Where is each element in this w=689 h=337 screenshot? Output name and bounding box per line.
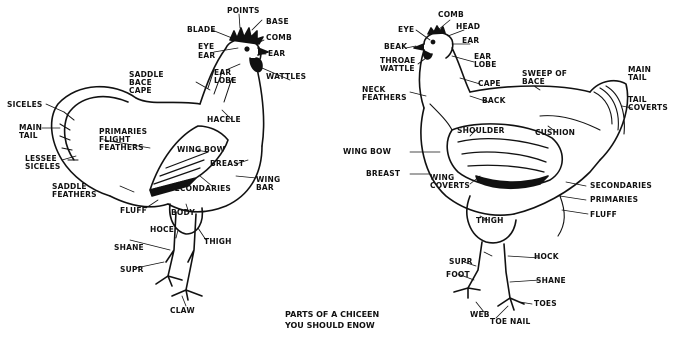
rooster-comb (230, 28, 263, 44)
hen-drawing (414, 26, 628, 310)
rooster-label-breast: BREAST (210, 160, 244, 168)
hen-label-sweep-of-back: SWEEP OF BACE (522, 70, 567, 86)
hen-shoulder-line (430, 104, 452, 130)
caption-line-1: PARTS OF A CHICEEN (285, 310, 379, 319)
rooster-label-spur: SUPR (120, 266, 144, 274)
rooster-label-sickles: SICELES (7, 101, 43, 109)
rooster-label-fluff: FLUFF (120, 207, 147, 215)
hen-label-eye: EYE (398, 26, 414, 34)
hen-foot-left (454, 288, 480, 298)
hen-label-hock: HOCK (534, 253, 559, 261)
hen-beak (414, 44, 424, 50)
rooster-label-points: POINTS (227, 7, 260, 15)
rooster-label-thigh: THIGH (204, 238, 232, 246)
rooster-neck-front (256, 64, 264, 146)
hen-label-toe-nail: TOE NAIL (490, 318, 530, 326)
hen-label-thigh: THIGH (476, 217, 504, 225)
rooster-label-primaries: PRIMARIES FLIGHT FEATHERS (99, 128, 147, 152)
rooster-foot-right (172, 290, 202, 300)
hen-label-tail-coverts: TAIL COVERTS (628, 96, 668, 112)
hen-label-ear: EAR (462, 37, 479, 45)
rooster-foot-left (156, 276, 182, 286)
rooster-label-base: BASE (266, 18, 289, 26)
hen-label-head: HEAD (456, 23, 480, 31)
hen-label-wing-coverts: WING COVERTS (430, 174, 470, 190)
hen-label-beak: BEAK (384, 43, 407, 51)
hen-label-cushion: CUSHION (535, 129, 575, 137)
rooster-label-claw: CLAW (170, 307, 195, 315)
rooster-label-secondaries: SECONDARIES (169, 185, 231, 193)
rooster-label-hock: HOCE (150, 226, 174, 234)
hen-tail-hatch (594, 86, 624, 134)
rooster-label-hackle: HACELE (207, 116, 241, 124)
hen-label-spur: SUPR (449, 258, 473, 266)
hen-label-breast: BREAST (366, 170, 400, 178)
hen-label-primaries: PRIMARIES (590, 196, 638, 204)
hen-label-wing-bow: WING BOW (343, 148, 391, 156)
hen-label-web: WEB (470, 311, 490, 319)
hen-label-shoulder: SHOULDER (457, 127, 505, 135)
rooster-eye (245, 47, 249, 51)
rooster-label-wing-bow: WING BOW (177, 146, 225, 154)
hen-fluff (558, 196, 564, 236)
hen-eye (431, 40, 434, 43)
rooster-label-ear: EAR (198, 52, 215, 60)
hen-label-shank: SHANE (536, 277, 566, 285)
hen-neck-front (420, 50, 425, 108)
rooster-leg-right (186, 214, 196, 290)
rooster-label-ear-lobe: EAR LOBE (214, 69, 237, 85)
rooster-label-shank: SHANE (114, 244, 144, 252)
caption-line-2: YOU SHOULD ENOW (285, 321, 375, 330)
hen-label-throat-wattle: THROAE WATTLE (380, 57, 415, 73)
rooster-label-eye: EYE (198, 43, 214, 51)
hen-label-back: BACK (482, 97, 506, 105)
rooster-label-saddle-feathers: SADDLE FEATHERS (52, 183, 97, 199)
rooster-label-wattles: WATTLES (266, 73, 306, 81)
rooster-label-saddle-back-cape: SADDLE BACE CAPE (129, 71, 164, 95)
rooster-label-lesser-sickles: LESSEE SICELES (25, 155, 61, 171)
hen-wattle (424, 50, 432, 59)
hen-label-fluff: FLUFF (590, 211, 617, 219)
rooster-label-main-tail: MAIN TAIL (19, 124, 42, 140)
hen-label-ear-lobe: EAR LOBE (474, 53, 497, 69)
rooster-label-blade: BLADE (187, 26, 216, 34)
hen-label-comb: COMB (438, 11, 464, 19)
hen-leg-right (504, 244, 510, 298)
hen-neck-back (452, 48, 470, 92)
hen-label-main-tail: MAIN TAIL (628, 66, 651, 82)
hen-label-toes: TOES (534, 300, 557, 308)
rooster-label-body: BODY (171, 209, 195, 217)
rooster-label-beak: EAR (268, 50, 285, 58)
hen-label-foot: FOOT (446, 271, 470, 279)
hen-label-cape: CAPE (478, 80, 501, 88)
rooster-back (136, 98, 200, 104)
hen-label-neck-feathers: NECK FEATHERS (362, 86, 407, 102)
rooster-label-wing-bar: WING BAR (256, 176, 280, 192)
rooster-leg-left (166, 212, 176, 276)
hen-label-secondaries: SECONDARIES (590, 182, 652, 190)
rooster-label-comb: COMB (266, 34, 292, 42)
hen-foot-right (498, 298, 524, 310)
